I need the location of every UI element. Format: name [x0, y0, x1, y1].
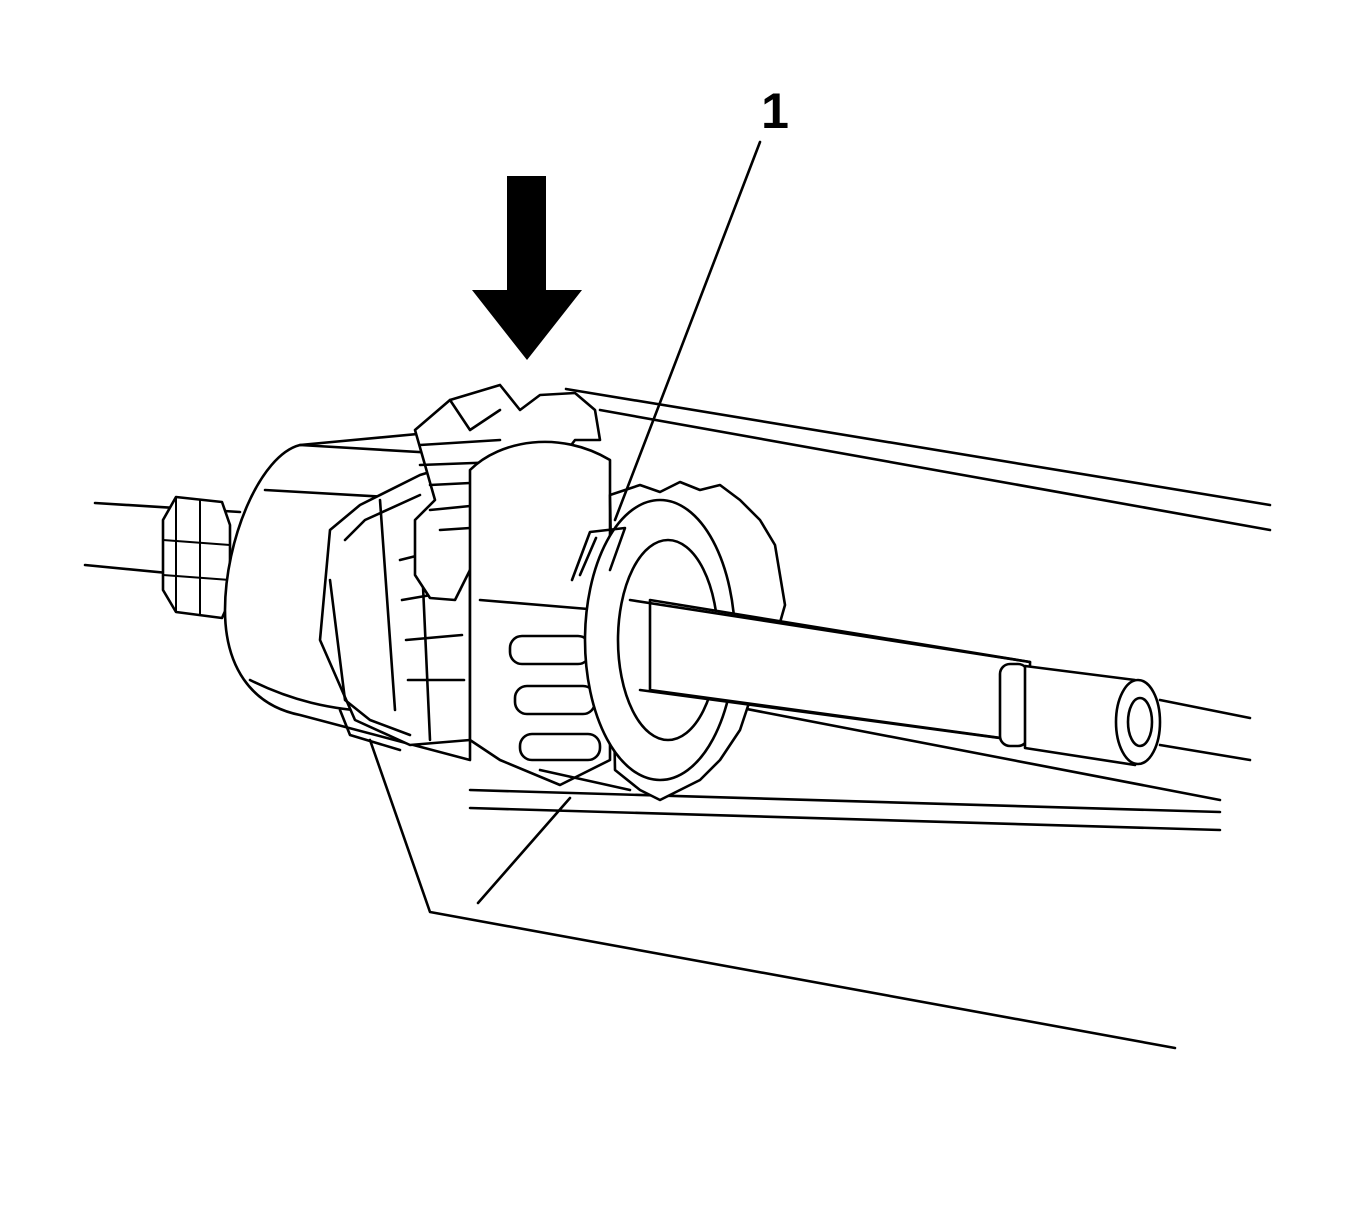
hex-nut [161, 495, 232, 620]
callout-1-label: 1 [761, 83, 789, 139]
down-arrow-icon [472, 176, 582, 360]
slot-marker [570, 526, 627, 582]
bracket-lines [368, 738, 1177, 1050]
callout-1-leader [613, 140, 762, 522]
shaft-end-fitting [998, 662, 1252, 767]
ribbed-sleeve [468, 440, 632, 792]
rail-lines [468, 387, 1272, 832]
